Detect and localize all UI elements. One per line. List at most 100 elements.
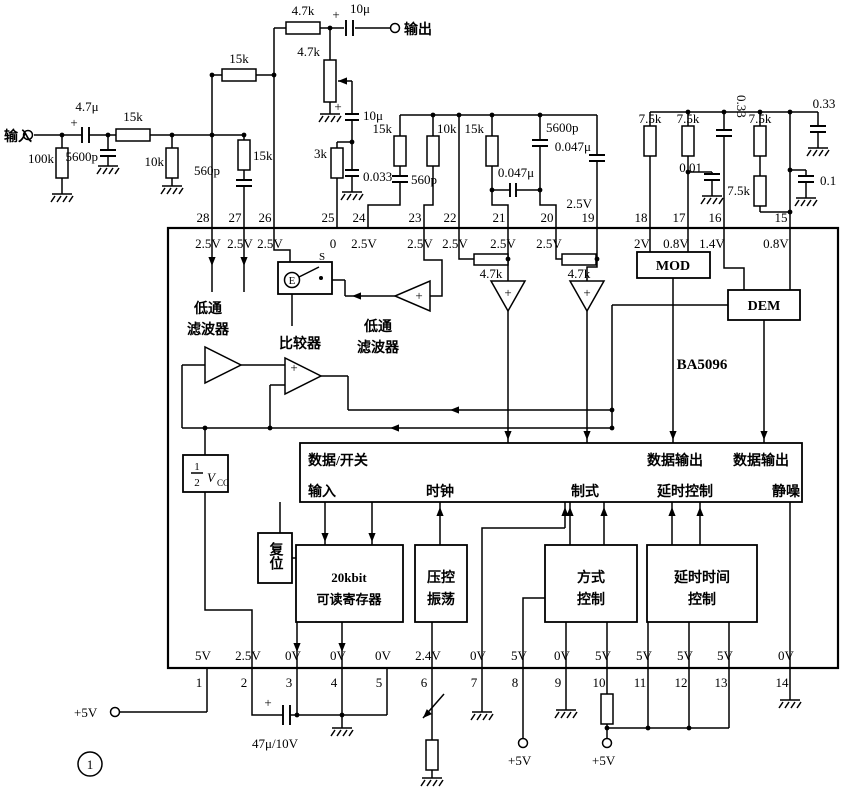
resistor-15k-pin21 — [485, 135, 499, 167]
vco-label-line1: 压控 — [427, 569, 455, 586]
pin-voltage: 5V — [595, 648, 612, 663]
opamp-lpf2-icon — [393, 279, 431, 313]
cap-01 — [798, 175, 814, 183]
label-c-0.1: 0.1 — [820, 173, 836, 188]
internal-resistor-b-label: 4.7k — [568, 266, 591, 281]
pin-number: 21 — [493, 210, 506, 225]
cap-4u7-input — [81, 127, 90, 143]
ic-name: BA5096 — [677, 357, 728, 373]
label-r-10k-in: 10k — [145, 154, 165, 169]
bus-input-label: 输入 — [308, 483, 336, 500]
label-r-15k-p21: 15k — [465, 121, 485, 136]
pin-voltage: 1.4V — [699, 236, 725, 251]
top-pin-numbers: 28 27 26 25 24 23 22 21 20 19 18 17 16 1… — [197, 210, 788, 225]
pin-voltage: 0.8V — [663, 236, 689, 251]
label-r-15k-p24: 15k — [373, 121, 393, 136]
cap-033-rail — [810, 125, 826, 133]
label-r-7.5k-p18: 7.5k — [639, 111, 662, 126]
vcc-fraction-den: 2 — [194, 477, 200, 489]
pin-voltage: 5V — [636, 648, 653, 663]
ground-icon — [700, 195, 724, 205]
label-r-7.5k-p15: 7.5k — [727, 183, 750, 198]
label-c-0.047u-b: 0.047μ — [555, 139, 591, 154]
plus5v-label-pin10: +5V — [592, 753, 616, 768]
cap-033-pin16 — [716, 129, 732, 137]
mod-box — [636, 251, 711, 279]
ground-icon — [554, 709, 578, 719]
pin-voltage: 5V — [195, 648, 212, 663]
pin-number: 5 — [376, 675, 383, 690]
cap-560p-pin24 — [392, 175, 408, 183]
pin-voltage: 2.5V — [442, 236, 468, 251]
mode-label-line2: 控制 — [577, 591, 605, 608]
pin-voltage: 0V — [375, 648, 392, 663]
resistor-7k5-pin16 — [753, 125, 767, 157]
pin-number: 28 — [197, 210, 210, 225]
internal-blocks — [182, 251, 803, 623]
bus-clock-label: 时钟 — [426, 483, 454, 500]
switch-lever — [298, 266, 320, 278]
bus-delay-ctrl-label: 延时控制 — [656, 483, 713, 500]
plus-sign: + — [583, 285, 590, 300]
resistor-7k5-pin17 — [681, 125, 695, 157]
cap-0047u-a — [509, 183, 517, 197]
pin-voltage: 2.5V — [490, 236, 516, 251]
pin-number: 8 — [512, 675, 519, 690]
half-vcc-box — [182, 454, 229, 493]
resistors — [55, 21, 767, 771]
pin-number: 24 — [353, 210, 367, 225]
resistor-4k7-internal-b — [561, 253, 597, 266]
label-c-0.01: 0.01 — [679, 160, 702, 175]
mod-label: MOD — [656, 259, 690, 274]
plus5v-label-pin8: +5V — [508, 753, 532, 768]
pin-voltage: 0V — [285, 648, 302, 663]
label-c-0.047u-a: 0.047μ — [498, 165, 534, 180]
plus5v-terminal-pin8 — [517, 737, 529, 749]
reset-label: 复位 — [268, 541, 285, 571]
resistor-15k-input — [115, 128, 151, 142]
ground-icon — [330, 727, 354, 737]
mode-control-box — [544, 544, 638, 623]
input-terminal — [22, 129, 34, 141]
pin-number: 6 — [421, 675, 428, 690]
pin-voltage: 2.5V — [235, 648, 261, 663]
plus-sign: + — [70, 115, 77, 130]
opamp-lpf1-icon — [204, 345, 243, 385]
resistor-15k-feedback — [221, 68, 257, 82]
pin-voltage: 0 — [330, 236, 337, 251]
terminals — [22, 22, 613, 749]
label-r-7.5k-p16: 7.5k — [749, 111, 772, 126]
pin-number: 16 — [709, 210, 723, 225]
ground-icon — [778, 699, 802, 709]
internal-labels: 低通 滤波器 比较器 低通 滤波器 E S + + + + 4.7k 4.7k … — [187, 251, 780, 608]
label-r-10k-p23: 10k — [437, 121, 457, 136]
pin-voltage: 0.8V — [763, 236, 789, 251]
external-labels: 4.7k + 10μ 输出 15k 4.7k 输入 4.7μ + 15k 100… — [4, 1, 836, 768]
pin-number: 26 — [259, 210, 273, 225]
top-pin-voltages: 2.5V 2.5V 2.5V 0 2.5V 2.5V 2.5V 2.5V 2.5… — [195, 236, 789, 251]
pin-voltage: 0V — [470, 648, 487, 663]
dem-box — [727, 289, 801, 321]
pin-voltage: 5V — [717, 648, 734, 663]
delay-label-line1: 延时时间 — [673, 569, 730, 586]
resistor-10k-pin23 — [426, 135, 440, 167]
pin-number: 12 — [675, 675, 688, 690]
pin-number: 11 — [634, 675, 647, 690]
opamp-b-icon — [568, 280, 606, 313]
ground-icon — [96, 165, 120, 175]
pin-number: 4 — [331, 675, 338, 690]
pin-number: 22 — [444, 210, 457, 225]
resistor-7k5-pin15 — [753, 175, 767, 207]
lpf2-label-line1: 低通 — [363, 318, 392, 335]
pin-voltage: 2.5V — [227, 236, 253, 251]
resistor-7k5-pin18 — [643, 125, 657, 157]
comparator-label: 比较器 — [279, 335, 322, 352]
resistor-4k7-internal-a — [473, 253, 509, 266]
pin-number: 17 — [673, 210, 687, 225]
ground-icon — [318, 113, 342, 123]
plus5v-terminal-pin10 — [601, 737, 613, 749]
resistor-pin10 — [600, 693, 614, 725]
plus-sign: + — [334, 99, 341, 114]
pin-voltage: 2V — [634, 236, 651, 251]
switch-e-label: E — [289, 275, 296, 287]
